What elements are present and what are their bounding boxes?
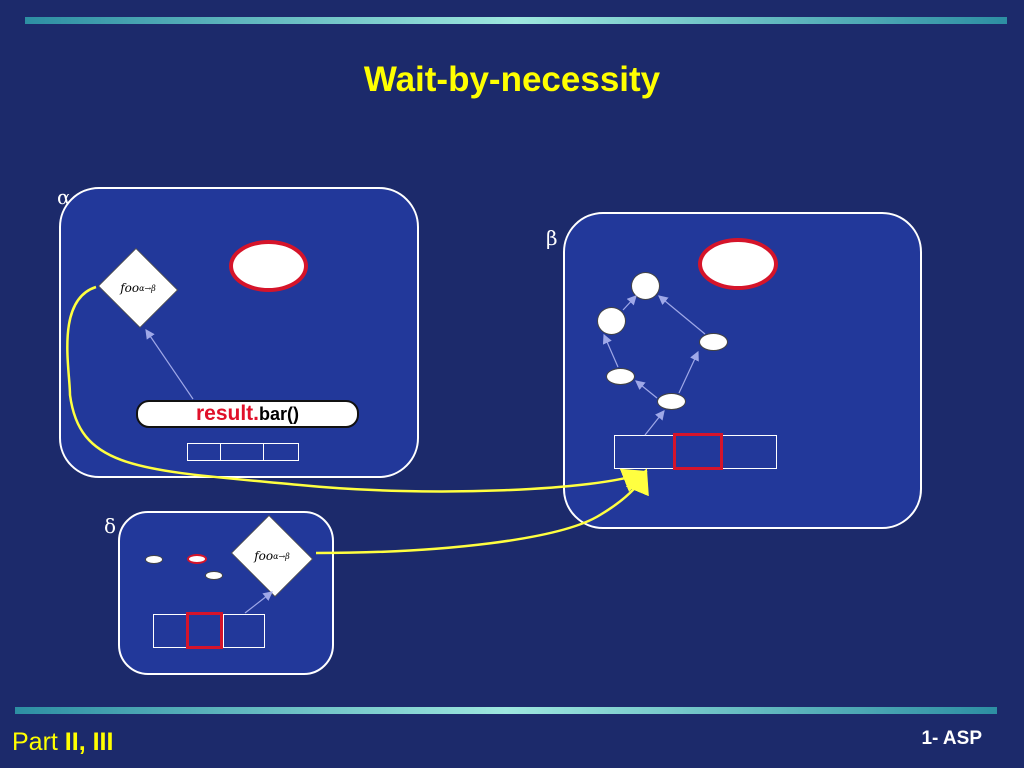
footer-part: Part II, III [12, 728, 114, 756]
delta-object-1 [145, 555, 163, 564]
beta-object-5 [657, 393, 686, 410]
delta-label: δ [104, 514, 117, 538]
activity-alpha [59, 187, 419, 478]
result-bar-call: result.bar() [136, 400, 359, 428]
top-decorative-bar [25, 17, 1007, 24]
delta-object-red [187, 554, 207, 564]
beta-label: β [546, 226, 558, 250]
beta-object-4 [606, 368, 635, 385]
queue-cell [264, 444, 298, 460]
beta-pending-request [673, 433, 723, 470]
queue-cell [154, 615, 188, 647]
queue-cell [722, 436, 776, 468]
delta-object-3 [205, 571, 223, 580]
queue-cell [187, 615, 224, 647]
slide-title: Wait-by-necessity [363, 60, 661, 99]
queue-cell [221, 444, 264, 460]
result-text: result. [195, 402, 260, 425]
bottom-decorative-bar [15, 707, 997, 714]
alpha-request-queue [187, 443, 299, 461]
queue-cell [615, 436, 675, 468]
queue-cell [224, 615, 264, 647]
alpha-active-object [229, 240, 308, 292]
queue-cell [188, 444, 222, 460]
footer-section: 1- ASP [921, 728, 982, 749]
beta-object-2 [597, 307, 626, 335]
beta-active-object [698, 238, 778, 290]
beta-object-1 [631, 272, 660, 300]
bar-call-text: bar() [259, 403, 300, 424]
beta-object-3 [699, 333, 728, 351]
delta-pending-request [186, 612, 223, 649]
